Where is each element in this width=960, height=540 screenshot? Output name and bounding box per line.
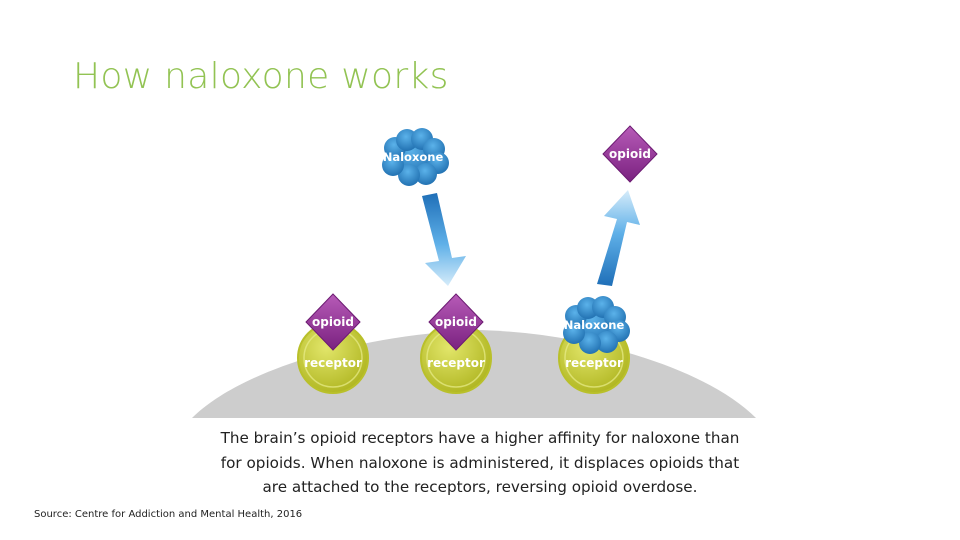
arrow-up-opioid-displaced (597, 190, 640, 286)
naloxone-label: Naloxone (564, 318, 625, 332)
arrow-down-naloxone-binding (422, 193, 466, 286)
opioid-label: opioid (312, 315, 354, 329)
slide-title: How naloxone works (73, 56, 449, 97)
opioid-label: opioid (609, 147, 651, 161)
opioid-label: opioid (435, 315, 477, 329)
opioid-diamond (602, 125, 658, 183)
source-note: Source: Centre for Addiction and Mental … (34, 509, 303, 520)
caption-line: for opioids. When naloxone is administer… (220, 453, 740, 472)
naloxone-cloud (563, 296, 630, 354)
receptor-site-1: receptor opioid (297, 293, 369, 394)
opioid-diamond (305, 293, 361, 351)
caption-line: are attached to the receptors, reversing… (262, 478, 698, 496)
displaced-opioid: opioid (602, 125, 658, 183)
receptor-label: receptor (427, 356, 485, 370)
naloxone-label: Naloxone (383, 150, 444, 164)
receptor-site-2: receptor opioid (420, 293, 492, 394)
free-naloxone: Naloxone (382, 128, 449, 186)
caption-line: The brain’s opioid receptors have a high… (220, 429, 740, 447)
caption: The brain’s opioid receptors have a high… (190, 426, 770, 500)
receptor-label: receptor (565, 356, 623, 370)
opioid-diamond (428, 293, 484, 351)
naloxone-cloud (382, 128, 449, 186)
receptor-label: receptor (304, 356, 362, 370)
receptor-site-3: receptor Naloxone (558, 296, 630, 394)
